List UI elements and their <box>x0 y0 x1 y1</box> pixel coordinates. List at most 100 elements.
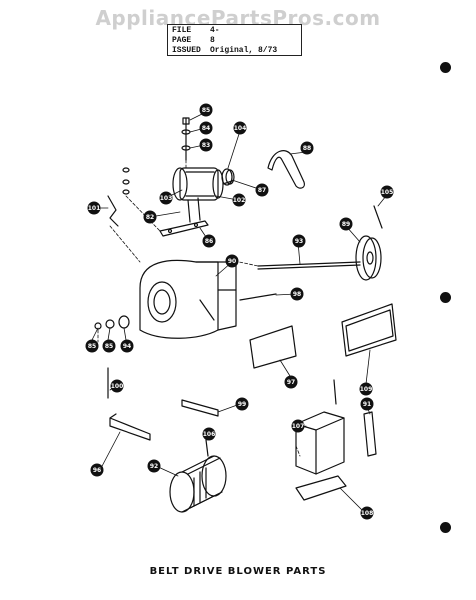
binder-hole-middle <box>440 292 451 303</box>
callout-96: 96 <box>90 463 104 477</box>
callout-91: 91 <box>360 397 374 411</box>
callout-number: 107 <box>292 423 305 430</box>
callout-number: 82 <box>146 214 154 221</box>
callout-number: 108 <box>361 510 374 517</box>
callout-circle <box>199 121 213 135</box>
issued-value: Original, 8/73 <box>210 46 278 55</box>
callout-circle <box>225 254 239 268</box>
callout-number: 89 <box>342 221 350 228</box>
callout-circle <box>120 339 134 353</box>
callout-circle <box>360 397 374 411</box>
binder-hole-top <box>440 62 451 73</box>
callout-number: 93 <box>295 238 303 245</box>
callout-leaders <box>91 111 387 513</box>
callout-97: 97 <box>284 375 298 389</box>
callout-number: 85 <box>105 343 113 350</box>
callout-circle <box>85 339 99 353</box>
page-label: PAGE <box>172 36 192 45</box>
callout-93: 93 <box>292 234 306 248</box>
callout-number: 85 <box>88 343 96 350</box>
callout-104: 104 <box>233 121 247 135</box>
diagram-caption: BELT DRIVE BLOWER PARTS <box>149 566 327 577</box>
callout-90: 90 <box>225 254 239 268</box>
callout-number: 98 <box>293 291 301 298</box>
callout-85: 85 <box>85 339 99 353</box>
callout-number: 85 <box>202 107 210 114</box>
blower-pulley <box>355 235 382 281</box>
callout-circle <box>102 339 116 353</box>
motor-mount-bracket <box>159 197 209 237</box>
issued-label: ISSUED <box>172 46 201 55</box>
callout-circle <box>110 379 124 393</box>
callout-number: 88 <box>303 145 311 152</box>
callout-98: 98 <box>290 287 304 301</box>
blower-housing <box>139 259 237 339</box>
callout-87: 87 <box>255 183 269 197</box>
page-row: PAGE 8 <box>172 36 297 46</box>
callout-circle <box>380 185 394 199</box>
file-label: FILE <box>172 26 192 35</box>
callout-number: 97 <box>287 379 295 386</box>
blower-wheel <box>169 455 227 513</box>
callout-94: 94 <box>120 339 134 353</box>
page-value: 8 <box>210 36 215 45</box>
callout-circle <box>284 375 298 389</box>
callout-number: 91 <box>363 401 371 408</box>
callout-circle <box>159 191 173 205</box>
set-screw <box>373 205 383 229</box>
callout-circle <box>202 427 216 441</box>
callout-number: 92 <box>150 463 158 470</box>
bracket-99 <box>181 399 219 417</box>
callout-92: 92 <box>147 459 161 473</box>
callout-circle <box>199 103 213 117</box>
callout-number: 109 <box>360 386 373 393</box>
callout-82: 82 <box>143 210 157 224</box>
callout-circle <box>292 234 306 248</box>
callout-number: 106 <box>203 431 216 438</box>
callout-circle <box>233 121 247 135</box>
callout-circle <box>235 397 249 411</box>
bolt-106 <box>205 439 209 457</box>
callout-circle <box>87 201 101 215</box>
callout-85: 85 <box>102 339 116 353</box>
callout-circle <box>143 210 157 224</box>
blower-shaft <box>257 261 361 267</box>
callout-88: 88 <box>300 141 314 155</box>
callout-circle <box>147 459 161 473</box>
callout-99: 99 <box>235 397 249 411</box>
bolt-98 <box>239 293 277 301</box>
callout-circle <box>339 217 353 231</box>
callout-83: 83 <box>199 138 213 152</box>
callout-circle <box>232 193 246 207</box>
strip-91 <box>363 411 377 457</box>
callout-number: 104 <box>234 125 247 132</box>
file-value: 4- <box>210 26 220 35</box>
access-panel <box>341 303 397 357</box>
callout-number: 90 <box>228 258 236 265</box>
callout-89: 89 <box>339 217 353 231</box>
bearing-bracket <box>295 411 345 475</box>
motor-pulley <box>221 168 235 186</box>
left-bolt-stack <box>94 315 130 330</box>
callout-105: 105 <box>380 185 394 199</box>
callout-circle <box>290 287 304 301</box>
callout-109: 109 <box>359 382 373 396</box>
callout-108: 108 <box>360 506 374 520</box>
info-box: FILE 4- PAGE 8 ISSUED Original, 8/73 <box>167 24 302 56</box>
callout-107: 107 <box>291 419 305 433</box>
callout-102: 102 <box>232 193 246 207</box>
left-washer-stack <box>122 167 130 195</box>
callout-number: 101 <box>88 205 101 212</box>
base-plate <box>295 475 347 501</box>
callout-circle <box>359 382 373 396</box>
callout-circle <box>255 183 269 197</box>
callout-85: 85 <box>199 103 213 117</box>
callout-106: 106 <box>202 427 216 441</box>
callout-number: 103 <box>160 195 173 202</box>
callout-circle <box>202 234 216 248</box>
issued-row: ISSUED Original, 8/73 <box>172 46 297 56</box>
callout-101: 101 <box>87 201 101 215</box>
callout-number: 99 <box>238 401 246 408</box>
motor <box>172 167 233 201</box>
bolt-stack-top <box>181 117 191 161</box>
